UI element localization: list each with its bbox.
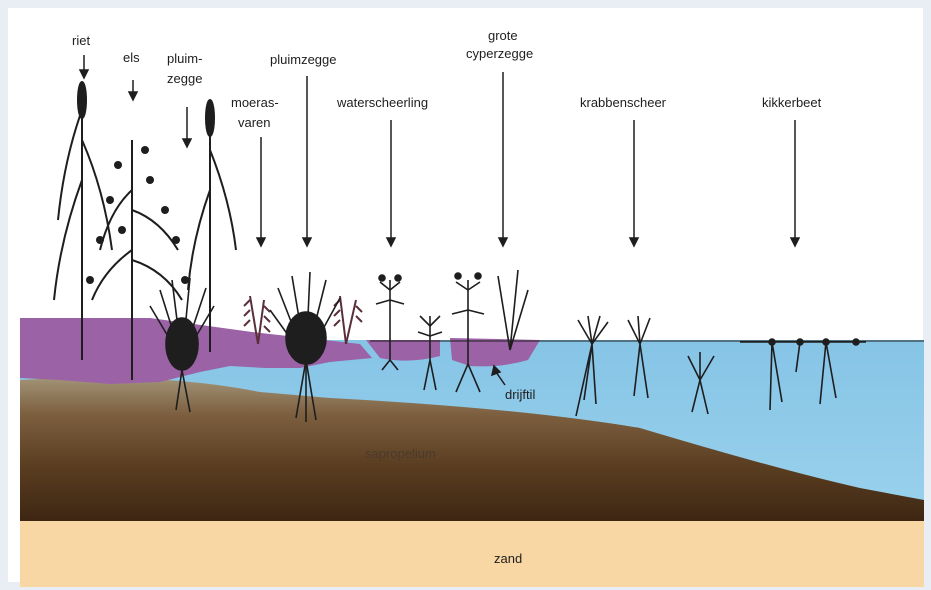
label-pluimzegge-small-2: zegge [167, 71, 202, 86]
arrow-riet [80, 55, 88, 78]
arrow-moerasvaren [257, 137, 265, 246]
arrow-krabbenscheer [630, 120, 638, 246]
label-pluimzegge: pluimzegge [270, 52, 337, 67]
label-riet: riet [72, 33, 90, 48]
arrow-pluimzegge [303, 76, 311, 246]
label-drijftil: drijftil [505, 387, 535, 402]
label-zand: zand [494, 551, 522, 566]
arrow-waterscheerling [387, 120, 395, 246]
arrow-grote-cyperzegge [499, 72, 507, 246]
arrow-kikkerbeet [791, 120, 799, 246]
label-els: els [123, 50, 140, 65]
label-kikkerbeet: kikkerbeet [762, 95, 822, 110]
label-pluimzegge-small-1: pluim- [167, 51, 202, 66]
label-moerasvaren-2: varen [238, 115, 271, 130]
label-sapropelium: sapropelium [365, 446, 436, 461]
arrow-pluimzegge-small [183, 107, 191, 147]
label-moerasvaren-1: moeras- [231, 95, 279, 110]
arrow-els [129, 80, 137, 100]
label-grote-2: cyperzegge [466, 46, 533, 61]
label-waterscheerling: waterscheerling [336, 95, 428, 110]
label-krabbenscheer: krabbenscheer [580, 95, 667, 110]
sand-layer [20, 521, 924, 587]
label-grote-1: grote [488, 28, 518, 43]
